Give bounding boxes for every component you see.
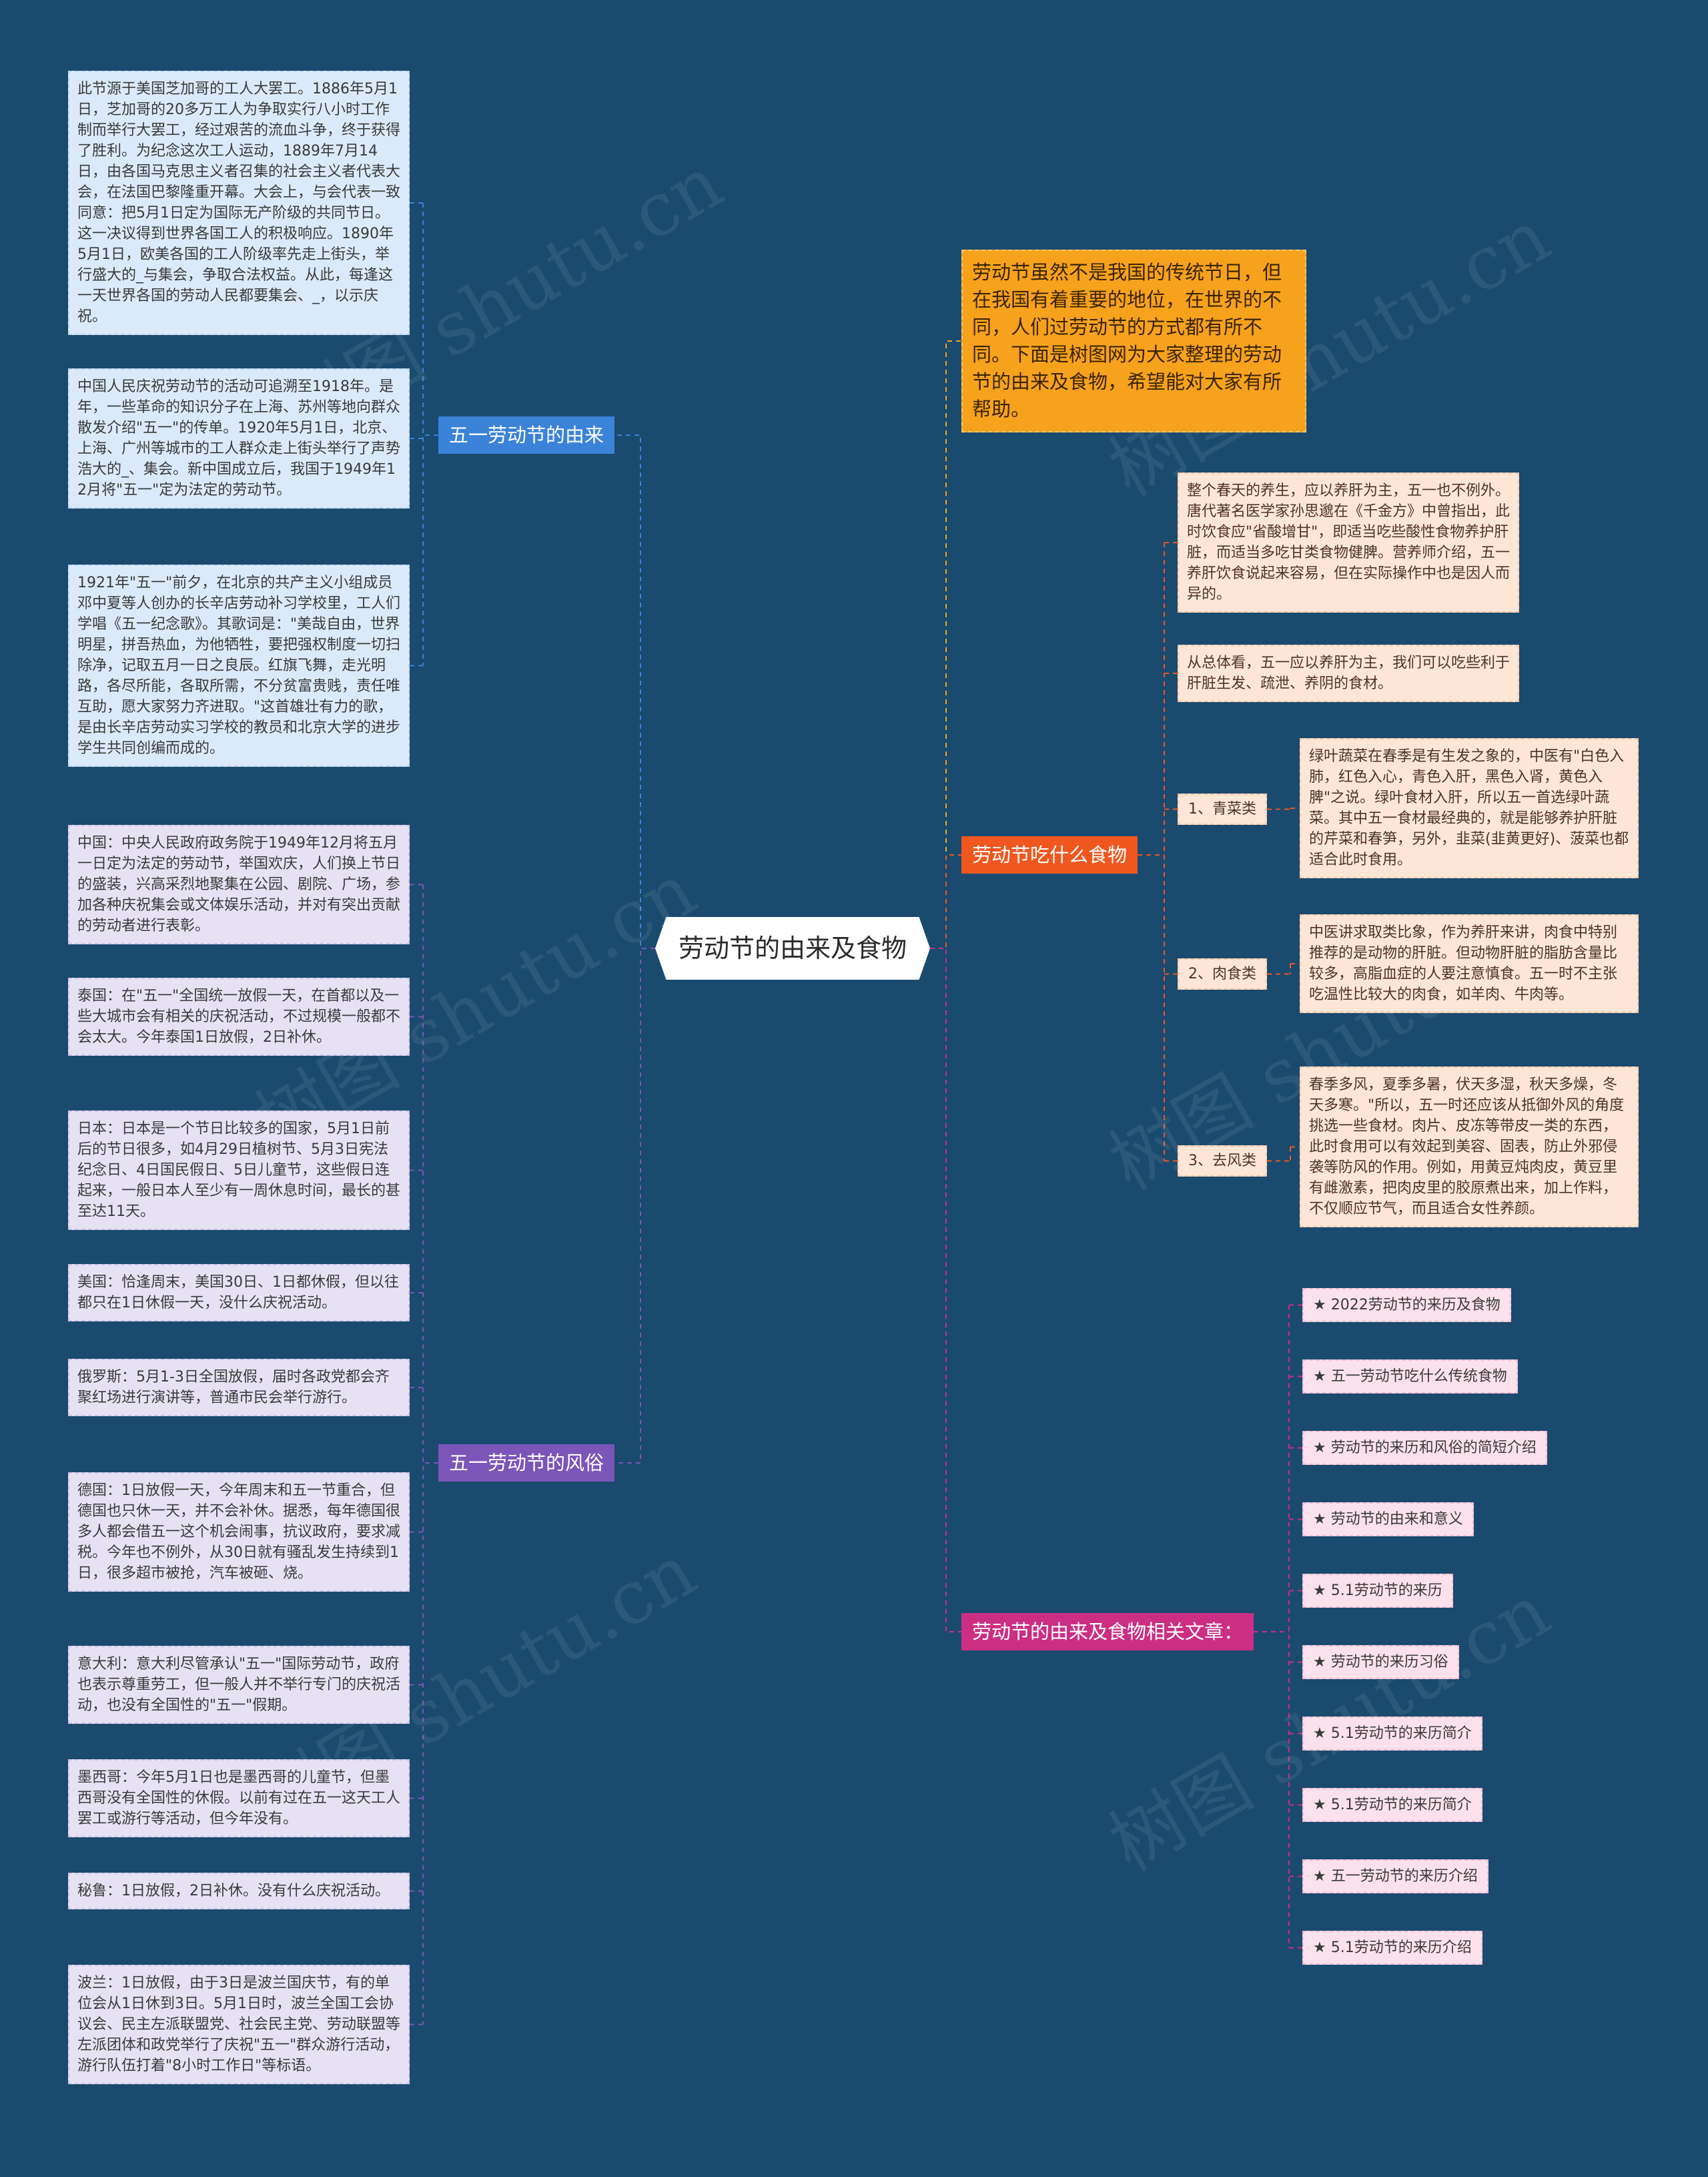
customs-leaf: 德国：1日放假一天，今年周末和五一节重合，但德国也只休一天，并不会补休。据悉，每… [68, 1472, 410, 1592]
food-sub-detail: 春季多风，夏季多暑，伏天多湿，秋天多燥，冬天多寒。"所以，五一时还应该从抵御外风… [1300, 1066, 1639, 1227]
branch-food[interactable]: 劳动节吃什么食物 [961, 836, 1138, 874]
branch-customs[interactable]: 五一劳动节的风俗 [438, 1444, 615, 1482]
branch-origin[interactable]: 五一劳动节的由来 [438, 416, 615, 454]
customs-leaf: 墨西哥：今年5月1日也是墨西哥的儿童节，但墨西哥没有全国性的休假。以前有过在五一… [68, 1759, 410, 1837]
food-sub-label[interactable]: 1、青菜类 [1178, 794, 1267, 825]
article-link[interactable]: ★ 五一劳动节吃什么传统食物 [1302, 1359, 1518, 1393]
food-sub-detail: 中医讲求取类比象，作为养肝来讲，肉食中特别推荐的是动物的肝脏。但动物肝脏的脂肪含… [1300, 914, 1639, 1013]
connector [614, 948, 655, 1464]
customs-leaf: 秘鲁：1日放假，2日补休。没有什么庆祝活动。 [68, 1873, 410, 1909]
customs-leaf: 俄罗斯：5月1-3日全国放假，届时各政党都会齐聚红场进行演讲等，普通市民会举行游… [68, 1359, 410, 1416]
customs-leaf: 泰国：在"五一"全国统一放假一天，在首都以及一些大城市会有相关的庆祝活动，不过规… [68, 978, 410, 1056]
customs-leaf: 意大利：意大利尽管承认"五一"国际劳动节，政府也表示尊重劳工，但一般人并不举行专… [68, 1646, 410, 1724]
food-leaf: 从总体看，五一应以养肝为主，我们可以吃些利于肝脏生发、疏泄、养阴的食材。 [1178, 645, 1519, 702]
connector [614, 434, 655, 949]
article-link[interactable]: ★ 5.1劳动节的来历 [1302, 1574, 1453, 1608]
article-link[interactable]: ★ 劳动节的来历和风俗的简短介绍 [1302, 1431, 1547, 1465]
article-link[interactable]: ★ 2022劳动节的来历及食物 [1302, 1288, 1511, 1322]
customs-leaf: 中国：中央人民政府政务院于1949年12月将五月一日定为法定的劳动节，举国欢庆，… [68, 825, 410, 944]
food-leaf: 整个春天的养生，应以养肝为主，五一也不例外。唐代著名医学家孙思邈在《千金方》中曾… [1178, 473, 1519, 613]
food-sub-detail: 绿叶蔬菜在春季是有生发之象的，中医有"白色入肺，红色入心，青色入肝，黑色入肾，黄… [1300, 738, 1639, 878]
central-topic[interactable]: 劳动节的由来及食物 [655, 917, 930, 980]
origin-leaf: 1921年"五一"前夕，在北京的共产主义小组成员邓中夏等人创办的长辛店劳动补习学… [68, 565, 410, 767]
intro-note[interactable]: 劳动节虽然不是我国的传统节日，但在我国有着重要的地位，在世界的不同，人们过劳动节… [961, 250, 1306, 432]
connector [930, 948, 961, 1632]
article-link[interactable]: ★ 劳动节的来历习俗 [1302, 1645, 1459, 1679]
branch-articles[interactable]: 劳动节的由来及食物相关文章： [961, 1613, 1254, 1650]
article-link[interactable]: ★ 5.1劳动节的来历简介 [1302, 1717, 1482, 1751]
origin-leaf: 此节源于美国芝加哥的工人大罢工。1886年5月1日，芝加哥的20多万工人为争取实… [68, 71, 410, 335]
article-link[interactable]: ★ 五一劳动节的来历介绍 [1302, 1859, 1488, 1893]
article-link[interactable]: ★ 5.1劳动节的来历简介 [1302, 1788, 1482, 1822]
customs-leaf: 日本：日本是一个节日比较多的国家，5月1日前后的节日很多，如4月29日植树节、5… [68, 1111, 410, 1230]
connector [930, 854, 961, 949]
article-link[interactable]: ★ 5.1劳动节的来历介绍 [1302, 1931, 1482, 1965]
customs-leaf: 美国：恰逢周末，美国30日、1日都休假，但以往都只在1日休假一天，没什么庆祝活动… [68, 1264, 410, 1321]
article-link[interactable]: ★ 劳动节的由来和意义 [1302, 1502, 1474, 1536]
customs-leaf: 波兰：1日放假，由于3日是波兰国庆节，有的单位会从1日休到3日。5月1日时，波兰… [68, 1965, 410, 2084]
food-sub-label[interactable]: 3、去风类 [1178, 1145, 1267, 1177]
origin-leaf: 中国人民庆祝劳动节的活动可追溯至1918年。是年，一些革命的知识分子在上海、苏州… [68, 368, 410, 509]
food-sub-label[interactable]: 2、肉食类 [1178, 958, 1267, 990]
